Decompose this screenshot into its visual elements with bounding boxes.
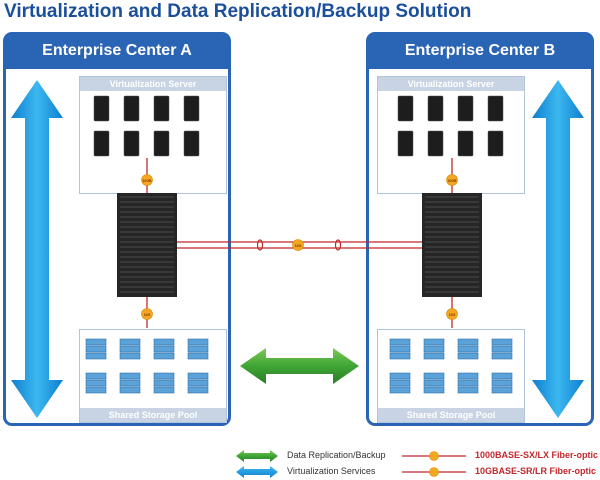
fiber-badge-icon xyxy=(141,308,153,320)
link-label-server-switch-b: 10GB xyxy=(447,179,457,183)
switch-port-rows xyxy=(425,196,479,293)
server-icon xyxy=(93,130,110,157)
link-label-switch-storage-a: 10G xyxy=(144,313,151,317)
center-b-server-label: Virtualization Server xyxy=(378,77,524,91)
legend-green-arrow-icon xyxy=(236,450,278,462)
storage-icon xyxy=(457,338,479,360)
center-a-title: Enterprise Center A xyxy=(6,35,228,69)
server-icon xyxy=(153,130,170,157)
storage-icon xyxy=(153,372,175,394)
server-icon xyxy=(487,130,504,157)
legend-10g-badge-icon xyxy=(429,467,439,477)
storage-icon xyxy=(389,372,411,394)
storage-icon xyxy=(85,372,107,394)
server-icon xyxy=(123,95,140,122)
switch-stack-a xyxy=(117,193,177,297)
legend-1g-fiber: 1000BASE-SX/LX Fiber-optic xyxy=(475,450,599,460)
storage-icon xyxy=(423,338,445,360)
replication-arrow xyxy=(240,348,359,384)
switch-stack-b xyxy=(422,193,482,297)
link-label-switch-storage-b: 10G xyxy=(449,313,456,317)
fiber-badge-icon xyxy=(446,174,458,186)
legend-blue-arrow-icon xyxy=(236,466,278,478)
server-icon xyxy=(397,130,414,157)
center-a-storage-label: Shared Storage Pool xyxy=(80,408,226,422)
fiber-badge-icon xyxy=(446,308,458,320)
link-label-server-switch-a: 10GB xyxy=(142,179,152,183)
center-a-server-label: Virtualization Server xyxy=(80,77,226,91)
switch-port-rows xyxy=(120,196,174,293)
storage-icon xyxy=(491,372,513,394)
storage-icon xyxy=(187,372,209,394)
storage-icon xyxy=(119,372,141,394)
server-icon xyxy=(123,130,140,157)
virtualization-arrow-b xyxy=(532,80,584,418)
storage-icon xyxy=(153,338,175,360)
fiber-loop-icon xyxy=(256,239,264,251)
link-label-inter-center: 10G xyxy=(295,244,302,248)
server-icon xyxy=(427,130,444,157)
legend-data-replication: Data Replication/Backup xyxy=(287,450,386,460)
server-icon xyxy=(397,95,414,122)
server-icon xyxy=(487,95,504,122)
storage-icon xyxy=(457,372,479,394)
page-title: Virtualization and Data Replication/Back… xyxy=(4,1,472,22)
server-icon xyxy=(183,95,200,122)
fiber-loop-icon xyxy=(334,239,342,251)
fiber-badge-icon xyxy=(141,174,153,186)
storage-icon xyxy=(491,338,513,360)
storage-group-a xyxy=(85,338,209,394)
storage-icon xyxy=(119,338,141,360)
storage-icon xyxy=(85,338,107,360)
server-icon xyxy=(457,130,474,157)
server-icon xyxy=(457,95,474,122)
center-b-storage-label: Shared Storage Pool xyxy=(378,408,524,422)
legend-virtualization-services: Virtualization Services xyxy=(287,466,376,476)
storage-icon xyxy=(423,372,445,394)
storage-icon xyxy=(389,338,411,360)
legend-10g-fiber: 10GBASE-SR/LR Fiber-optic xyxy=(475,466,597,476)
server-icon xyxy=(427,95,444,122)
virtualization-arrow-a xyxy=(11,80,63,418)
storage-icon xyxy=(187,338,209,360)
legend-1g-badge-icon xyxy=(429,451,439,461)
storage-group-b xyxy=(389,338,513,394)
server-group-a xyxy=(93,95,200,157)
fiber-badge-icon xyxy=(292,239,304,251)
server-icon xyxy=(153,95,170,122)
server-group-b xyxy=(397,95,504,157)
center-b-title: Enterprise Center B xyxy=(369,35,591,69)
server-icon xyxy=(183,130,200,157)
server-icon xyxy=(93,95,110,122)
